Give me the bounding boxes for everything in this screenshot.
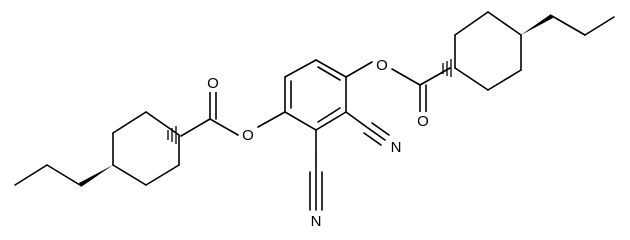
atom-label-oxygen-ring-right: O (374, 56, 390, 74)
nitrile-group-lower (309, 129, 323, 211)
propyl-chain-right (521, 14, 615, 36)
nitrile-group-upper (345, 111, 390, 146)
svg-text:O: O (242, 127, 254, 144)
cyclohexane-ring-right (454, 11, 522, 91)
hashed-bond-left-ring (167, 126, 177, 144)
cyclohexane-ring-left (112, 111, 180, 186)
central-benzene-ring (284, 59, 347, 131)
svg-text:N: N (391, 139, 402, 156)
atom-label-oxygen-carbonyl-right: O (415, 112, 431, 130)
propyl-chain-left (14, 164, 113, 187)
svg-text:O: O (376, 57, 388, 74)
atom-label-oxygen-ring-left: O (240, 125, 256, 144)
molecule-canvas: O O O O N N (14, 11, 615, 230)
atom-label-nitrogen-upper: N (388, 136, 404, 156)
hashed-bond-right-ring (442, 59, 452, 77)
atom-label-oxygen-carbonyl-left: O (205, 74, 221, 92)
ester-linkage-right (345, 61, 451, 113)
atom-label-nitrogen-lower: N (308, 211, 324, 230)
svg-text:N: N (311, 213, 322, 230)
structure-drawing: O O O O N N (14, 11, 615, 230)
svg-text:O: O (417, 113, 429, 130)
svg-text:O: O (207, 75, 219, 92)
ester-linkage-left (180, 90, 286, 137)
